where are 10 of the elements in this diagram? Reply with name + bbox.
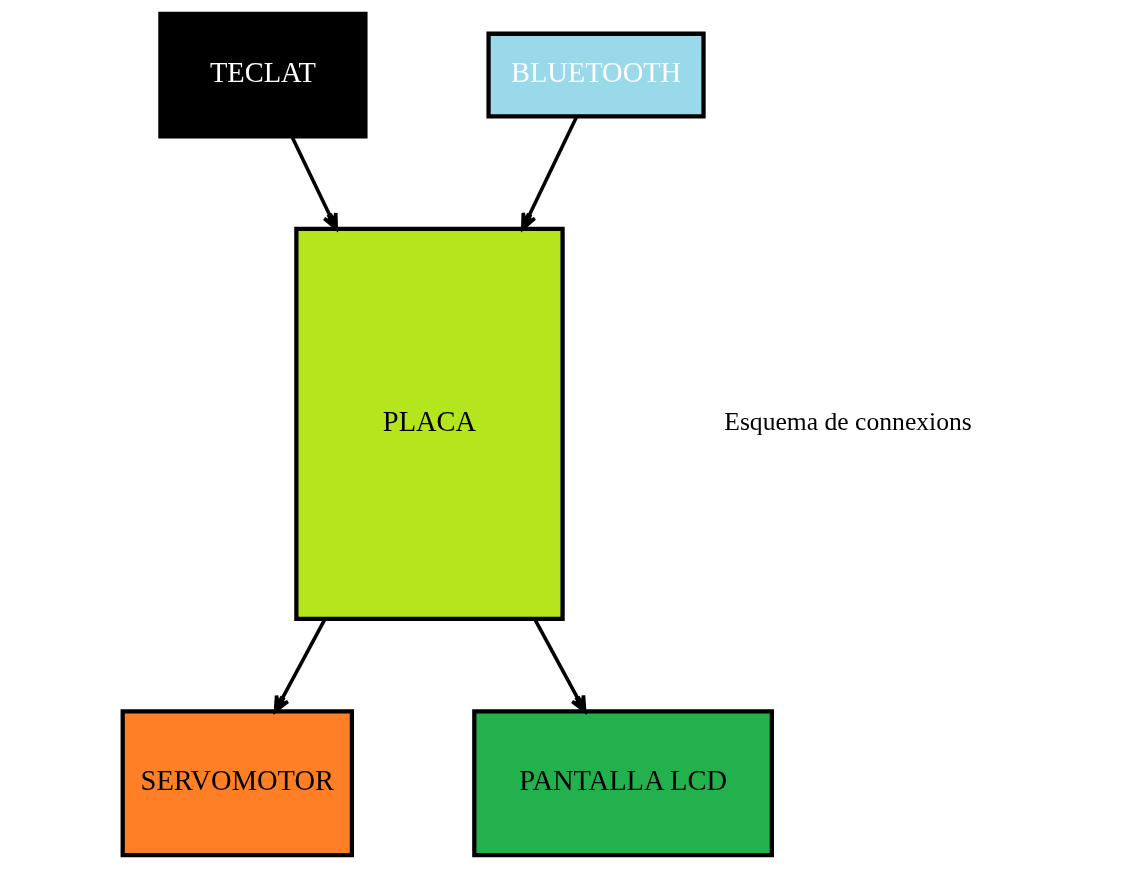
node-box: TECLAT	[157, 11, 368, 139]
arrow	[532, 618, 586, 713]
node-box: BLUETOOTH	[485, 31, 706, 119]
label: Esquema de connexions	[723, 407, 972, 437]
node-box: PLACA	[293, 226, 565, 621]
arrow	[273, 618, 326, 713]
arrow	[289, 135, 338, 231]
arrow	[520, 116, 578, 231]
node-box: PANTALLA LCD	[471, 709, 774, 858]
node-box: SERVOMOTOR	[120, 709, 354, 858]
